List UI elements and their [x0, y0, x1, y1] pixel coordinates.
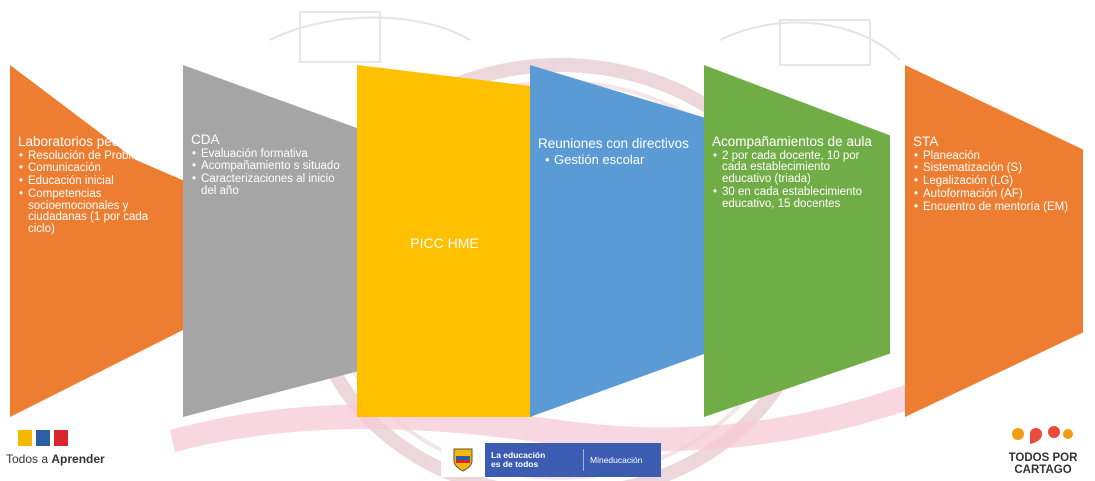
todos-a-aprender-logo: Todos a Aprender — [6, 430, 126, 480]
panel-list: Evaluación formativa Acompañamiento s si… — [191, 148, 350, 198]
list-item: Planeación — [914, 150, 1075, 163]
panel-cda: CDA Evaluación formativa Acompañamiento … — [183, 65, 358, 417]
panel-reuniones: Reuniones con directivos Gestión escolar — [530, 65, 705, 417]
list-item: Caracterizaciones al inicio del año — [192, 173, 350, 197]
list-item: Autoformación (AF) — [914, 188, 1075, 201]
panel-title: Acompañamientos de aula — [712, 134, 872, 149]
colombia-shield-icon — [441, 443, 485, 477]
list-item: Legalización (LG) — [914, 175, 1075, 188]
list-item: Resolución de Problemas — [19, 150, 177, 163]
divider — [583, 449, 584, 471]
todos-por-cartago-logo: TODOS POR CARTAGO — [994, 420, 1092, 478]
list-item: Acompañamiento s situado — [192, 161, 350, 173]
list-item: 30 en cada establecimiento educativo, 15… — [713, 186, 882, 210]
panel-title: STA — [913, 134, 939, 149]
slogan-text: La educación es de todos — [491, 450, 546, 469]
panel-list: Planeación Sistematización (S) Legalizac… — [913, 150, 1075, 214]
list-item: Educación inicial — [19, 175, 177, 188]
panel-title: PICC HME — [410, 235, 479, 251]
list-item: Sistematización (S) — [914, 163, 1075, 175]
panel-title: Reuniones con directivos — [538, 136, 689, 151]
cubes-icon — [18, 430, 126, 446]
panel-picc-hme: PICC HME — [357, 65, 532, 417]
panel-list: Resolución de Problemas Comunicación Edu… — [18, 150, 177, 236]
logo-text: TODOS POR CARTAGO — [1008, 452, 1078, 476]
list-item: Evaluación formativa — [192, 148, 350, 161]
list-item: Gestión escolar — [545, 153, 697, 167]
mineducacion-logo: La educación es de todos Mineducación — [441, 443, 661, 477]
ministry-text: Mineducación — [590, 455, 643, 465]
list-item: 2 por cada docente, 10 por cada establec… — [713, 150, 882, 186]
panel-list: Gestión escolar — [538, 153, 697, 167]
list-item: Competencias socioemocionales y ciudadan… — [19, 188, 177, 236]
logo-text: Todos a Aprender — [6, 452, 105, 466]
panel-title: CDA — [191, 132, 220, 147]
panel-acompanamientos: Acompañamientos de aula 2 por cada docen… — [704, 65, 890, 417]
list-item: Encuentro de mentoría (EM) — [914, 201, 1075, 214]
list-item: Comunicación — [19, 163, 177, 175]
cartago-heart-icon — [1012, 426, 1073, 444]
panel-list: 2 por cada docente, 10 por cada establec… — [712, 150, 882, 211]
